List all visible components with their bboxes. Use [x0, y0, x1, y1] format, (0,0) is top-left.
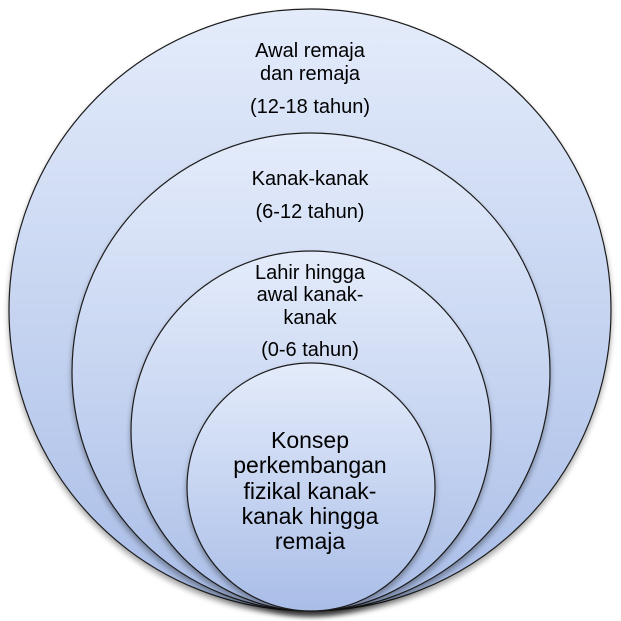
inner-label-line: kanak	[283, 306, 337, 329]
inner-age-range: (0-6 tahun)	[261, 339, 359, 362]
core-circle-label: Konsep perkembangan fizikal kanak- kanak…	[180, 427, 440, 555]
core-label-line: kanak hingga	[241, 502, 379, 529]
core-label-line: perkembangan	[233, 452, 387, 479]
inner-label-line: awal kanak-	[256, 284, 364, 307]
middle-circle-label: Kanak-kanak (6-12 tahun)	[160, 168, 460, 224]
inner-label-line: Lahir hingga	[254, 262, 366, 284]
core-label-line: fizikal kanak-	[243, 477, 377, 504]
middle-age-range: (6-12 tahun)	[255, 201, 365, 223]
core-label-line: remaja	[274, 528, 346, 555]
outer-label-line: dan remaja	[259, 63, 361, 85]
outer-label-line: Awal remaja	[255, 40, 365, 62]
core-circle	[186, 362, 436, 612]
outer-age-range: (12-18 tahun)	[249, 96, 371, 118]
outer-circle-label: Awal remaja dan remaja (12-18 tahun)	[160, 40, 460, 119]
middle-label-line: Kanak-kanak	[251, 168, 369, 190]
inner-circle-label: Lahir hingga awal kanak- kanak (0-6 tahu…	[185, 262, 435, 362]
core-label-line: Konsep	[270, 427, 349, 453]
